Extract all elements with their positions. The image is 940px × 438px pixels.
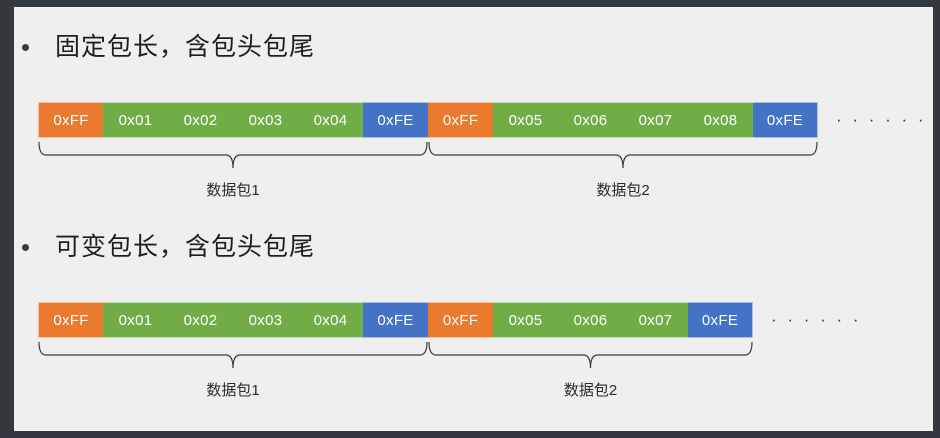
byte-cell-data: 0x01 xyxy=(103,302,168,338)
packet-brace xyxy=(428,141,818,169)
packet-label-2-2: 数据包2 xyxy=(563,382,618,399)
continuation-ellipsis-2: · · · · · · xyxy=(771,310,862,329)
packet-brace xyxy=(38,341,428,369)
continuation-ellipsis-1: · · · · · · xyxy=(836,110,927,129)
byte-cell-tail: 0xFE xyxy=(688,302,753,338)
packet-label-1-1: 数据包1 xyxy=(206,182,260,199)
byte-cell-data: 0x06 xyxy=(558,102,623,138)
byte-cell-data: 0x02 xyxy=(168,302,233,338)
bullet-heading-2: 可变包长，含包头包尾 xyxy=(22,235,315,260)
brace-layer-2 xyxy=(38,341,753,369)
byte-cell-data: 0x08 xyxy=(688,102,753,138)
byte-cell-tail: 0xFE xyxy=(363,302,428,338)
byte-cell-data: 0x05 xyxy=(493,102,558,138)
byte-cell-head: 0xFF xyxy=(428,302,493,338)
byte-cell-data: 0x07 xyxy=(623,102,688,138)
bullet-heading-1: 固定包长，含包头包尾 xyxy=(22,35,315,60)
byte-cell-head: 0xFF xyxy=(38,302,103,338)
packet-label-1-2: 数据包2 xyxy=(596,182,650,199)
bullet-dot-icon xyxy=(22,244,29,251)
byte-cell-data: 0x04 xyxy=(298,102,363,138)
byte-cell-data: 0x05 xyxy=(493,302,558,338)
packet-label-2-1: 数据包1 xyxy=(206,382,260,399)
byte-cell-data: 0x06 xyxy=(558,302,623,338)
byte-cell-data: 0x03 xyxy=(233,302,298,338)
byte-cell-data: 0x02 xyxy=(168,102,233,138)
brace-layer-1 xyxy=(38,141,818,169)
packet-brace xyxy=(428,341,753,369)
byte-cell-data: 0x04 xyxy=(298,302,363,338)
byte-cell-data: 0x07 xyxy=(623,302,688,338)
byte-cell-head: 0xFF xyxy=(38,102,103,138)
byte-cell-tail: 0xFE xyxy=(363,102,428,138)
byte-cell-data: 0x01 xyxy=(103,102,168,138)
bullet-dot-icon xyxy=(22,44,29,51)
byte-cell-head: 0xFF xyxy=(428,102,493,138)
byte-cell-tail: 0xFE xyxy=(753,102,818,138)
heading-text-2: 可变包长，含包头包尾 xyxy=(55,233,316,261)
heading-text-1: 固定包长，含包头包尾 xyxy=(55,33,316,61)
byte-cell-data: 0x03 xyxy=(233,102,298,138)
packet-brace xyxy=(38,141,428,169)
